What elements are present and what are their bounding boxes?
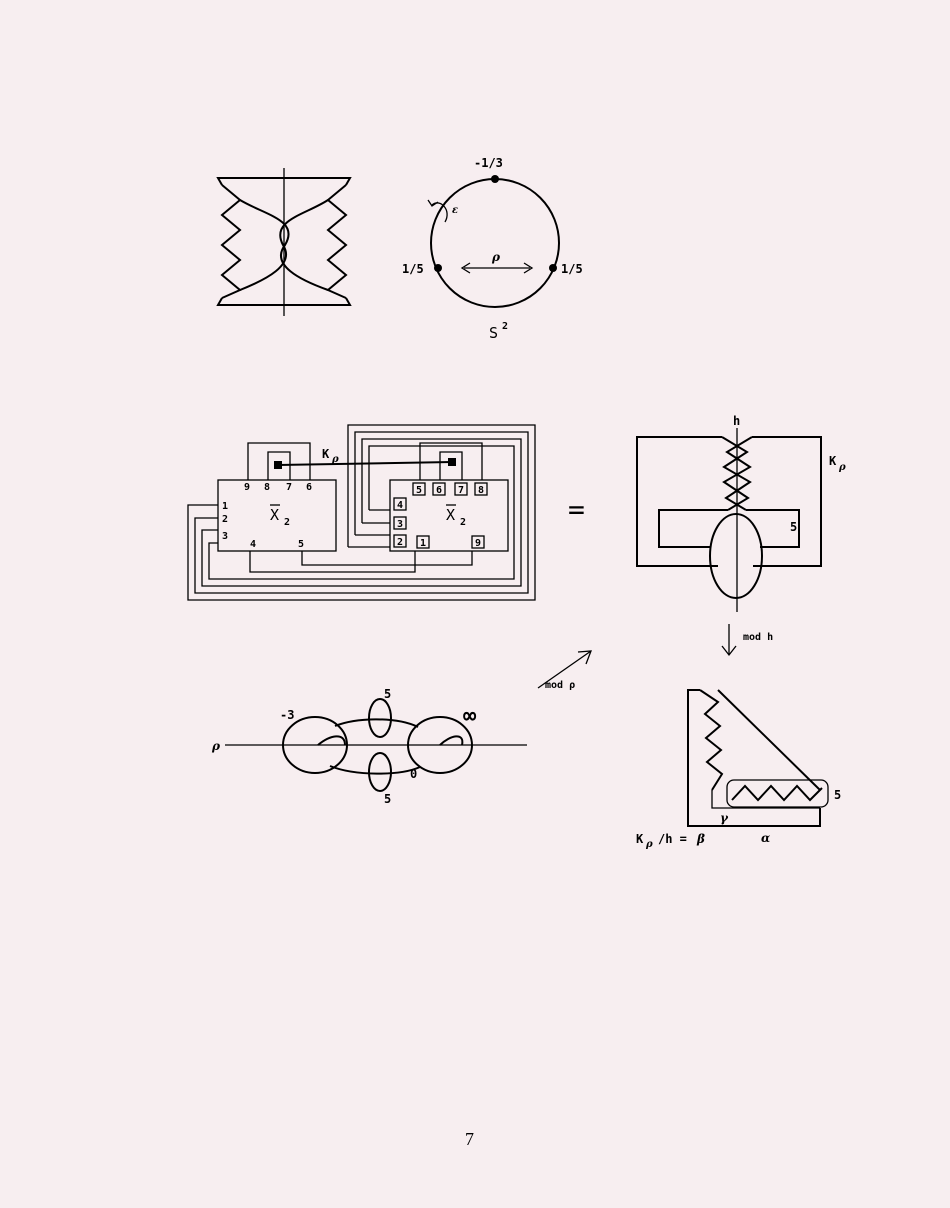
label-minus3: -3	[280, 708, 294, 722]
equals-sign: =	[568, 493, 585, 526]
b2-top-3: 8	[478, 485, 484, 496]
box-left	[217, 479, 337, 552]
b1-left-2: 3	[222, 531, 228, 542]
k-rho-diagram: h K ρ 5	[636, 414, 846, 612]
b1-top-3: 6	[306, 482, 312, 493]
quotient-rest: /h =	[658, 832, 687, 846]
b1-bottom-1: 5	[298, 539, 304, 550]
tangle-diagram	[216, 168, 352, 316]
epsilon-label: ε	[452, 205, 458, 216]
point-top	[491, 175, 499, 183]
gamma-label: γ	[720, 811, 729, 825]
b1-left-1: 2	[222, 514, 228, 525]
twist-label: 5	[790, 520, 797, 534]
b2-top-2: 7	[458, 485, 464, 496]
b2-top-0: 5	[416, 485, 422, 496]
b2-left-2: 2	[397, 537, 403, 548]
mod-rho-label: mod ρ	[545, 680, 575, 691]
beta-label: β	[696, 832, 705, 846]
b1-bottom-0: 4	[250, 539, 256, 550]
b2-top-1: 6	[436, 485, 442, 496]
b2-left-1: 3	[397, 519, 403, 530]
K-sub: ρ	[838, 462, 846, 473]
b1-X-sub: 2	[284, 517, 290, 528]
label-right: 1/5	[561, 262, 583, 276]
b1-X: X	[270, 506, 279, 524]
b2-left-0: 4	[397, 500, 403, 511]
label-K-sub: ρ	[331, 454, 339, 465]
b2-X: X	[446, 506, 455, 524]
label-top: -1/3	[474, 156, 503, 170]
b2-X-sub: 2	[460, 517, 466, 528]
alpha-label: α	[761, 831, 770, 845]
label-inf: ∞	[463, 704, 477, 729]
rho-label: ρ	[491, 250, 501, 264]
box-right	[389, 479, 509, 552]
label-left: 1/5	[402, 262, 424, 276]
quotient-diagram: 5 γ α K ρ /h = β	[636, 689, 841, 850]
label-zero: 0	[410, 767, 417, 781]
twist-label-2: 5	[834, 788, 841, 802]
b1-top-2: 7	[286, 482, 292, 493]
b2-ports: 5 6 7 8 4 3 2 1 9	[393, 482, 488, 549]
label-K: K	[322, 447, 330, 461]
point-right	[549, 264, 557, 272]
label-five-top: 5	[384, 687, 391, 701]
b1-top-1: 8	[264, 482, 270, 493]
mod-rho-arrow: mod ρ	[537, 650, 592, 691]
box-diagram: K ρ 9 8 7 6 1 2 3 4 5 X 2 5 6 7 8 4 3	[187, 424, 536, 601]
mod-h-arrow: mod h	[721, 624, 773, 657]
b1-top-0: 9	[244, 482, 250, 493]
sphere-label: S	[489, 324, 498, 342]
sphere-exponent: 2	[502, 321, 508, 332]
page-number: 7	[465, 1129, 474, 1149]
b1-left-0: 1	[222, 501, 228, 512]
K-label: K	[829, 454, 837, 468]
point-left	[434, 264, 442, 272]
sphere-diagram: -1/3 1/5 1/5 ρ ε S 2	[402, 156, 583, 342]
quotient-K-sub: ρ	[645, 839, 653, 850]
quotient-K: K	[636, 832, 644, 846]
b2-bottom-1: 9	[475, 538, 481, 549]
mod-h-label: mod h	[743, 632, 773, 643]
b2-bottom-0: 1	[420, 538, 426, 549]
rho-axis-label: ρ	[211, 739, 221, 753]
h-label: h	[733, 414, 740, 428]
link-diagram: ρ -3 5 5 ∞ 0	[211, 687, 527, 806]
label-five-bottom: 5	[384, 792, 391, 806]
